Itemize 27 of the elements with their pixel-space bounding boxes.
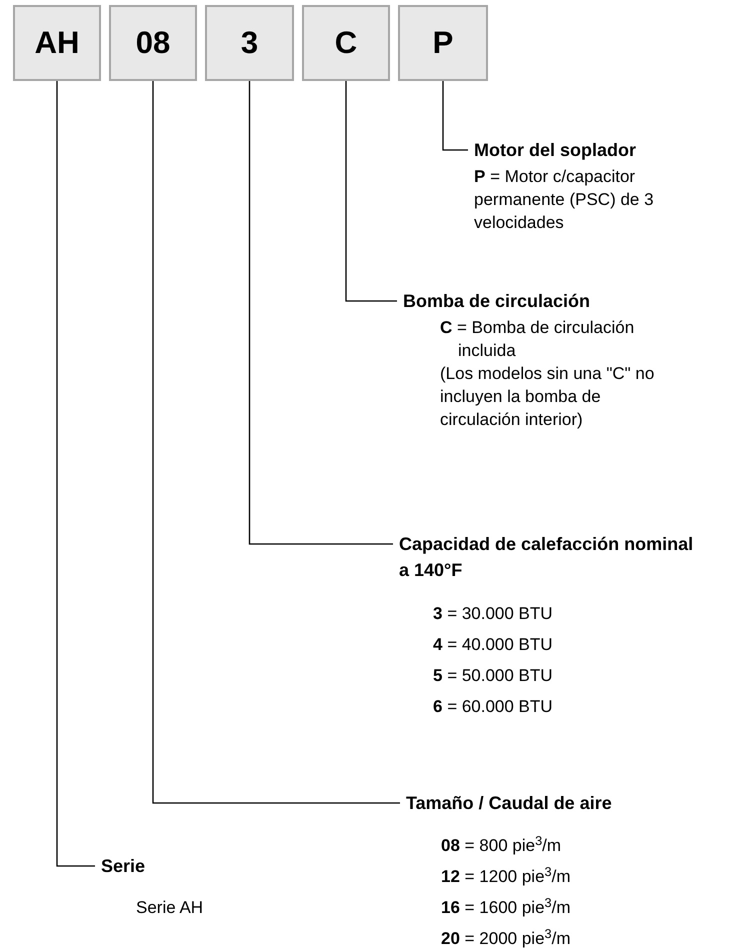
- code-box: AH: [13, 5, 101, 81]
- code-description: C = Bomba de circulación incluida: [440, 317, 636, 362]
- code-description: 16 = 1600 pie$^{3}$/m: [441, 896, 572, 919]
- section-heading: Tamaño / Caudal de aire: [406, 790, 706, 816]
- leader-line: [248, 81, 393, 545]
- code-box: P: [398, 5, 488, 81]
- code-description: (Los modelos sin una "C" no incluyen la bomba de circulación interior): [440, 363, 656, 431]
- leader-line: [442, 81, 468, 151]
- code-description: Serie AH: [136, 897, 204, 919]
- code-box: 3: [205, 5, 294, 81]
- code-description: 12 = 1200 pie$^{3}$/m: [441, 865, 572, 888]
- code-box: C: [302, 5, 390, 81]
- code-box: 08: [109, 5, 197, 81]
- code-description: 08 = 800 pie$^{3}$/m: [441, 834, 562, 857]
- code-description: 6 = 60.000 BTU: [433, 696, 554, 718]
- section-heading: Motor del soplador: [474, 137, 744, 163]
- leader-line: [345, 81, 397, 302]
- section-heading: Capacidad de calefacción nominal a 140°F: [399, 531, 699, 583]
- code-description: P = Motor c/capacitor permanente (PSC) de 3 velocidades: [474, 166, 655, 234]
- section-heading: Bomba de circulación: [403, 288, 703, 314]
- code-description: 4 = 40.000 BTU: [433, 634, 554, 656]
- code-description: 20 = 2000 pie$^{3}$/m: [441, 927, 572, 949]
- leader-line: [56, 81, 95, 867]
- section-heading: Serie: [101, 853, 221, 879]
- leader-line: [152, 81, 400, 804]
- code-description: 5 = 50.000 BTU: [433, 665, 554, 687]
- code-description: 3 = 30.000 BTU: [433, 603, 554, 625]
